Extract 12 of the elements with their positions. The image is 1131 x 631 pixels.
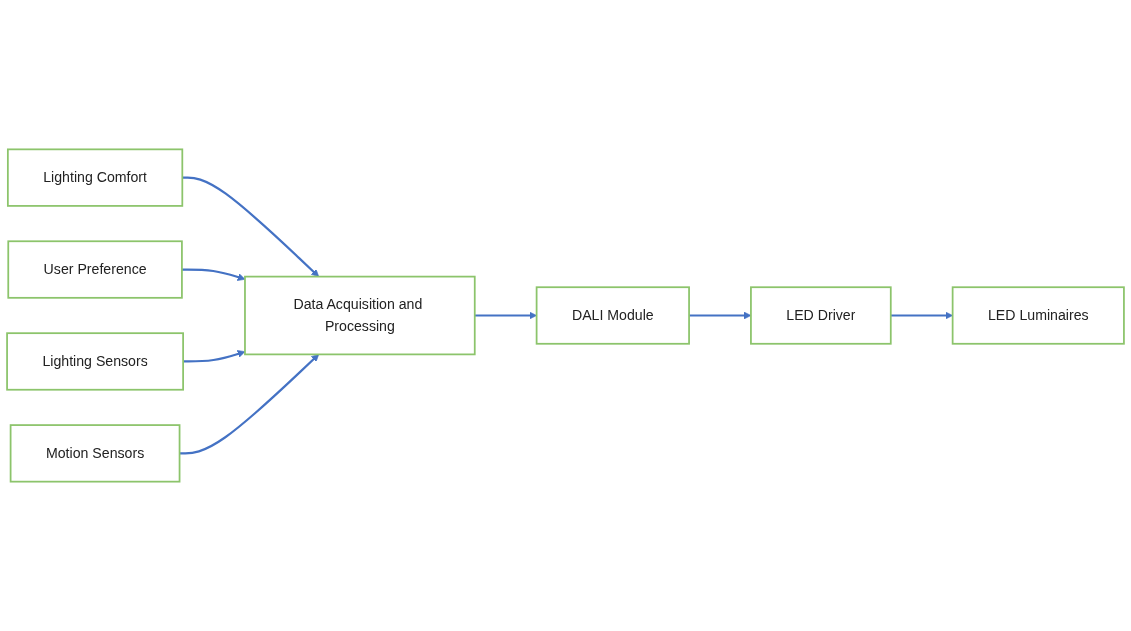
node-box: Data Acquisition and Processing: [244, 275, 476, 356]
node-box: User Preference: [7, 240, 183, 299]
node-box: Lighting Sensors: [6, 332, 184, 391]
node-box: Motion Sensors: [9, 424, 181, 483]
arrow: [179, 354, 320, 455]
node-box: Lighting Comfort: [6, 148, 184, 207]
node-box: DALI Module: [535, 286, 690, 345]
node-box: LED Driver: [750, 286, 892, 345]
arrow: [474, 311, 537, 320]
node-box: LED Luminaires: [951, 286, 1125, 345]
arrow: [890, 311, 953, 320]
arrow: [182, 176, 320, 277]
